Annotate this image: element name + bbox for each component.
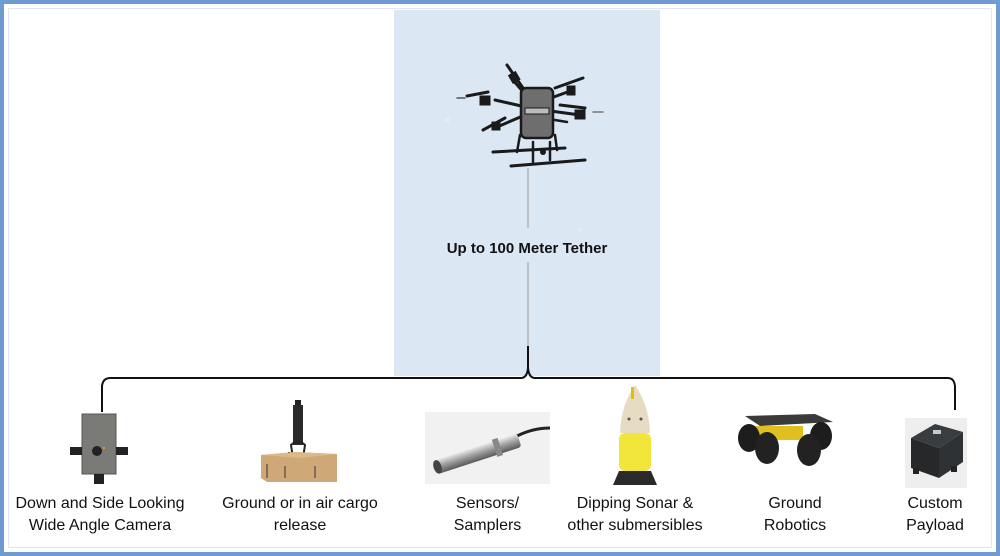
tether-length-label: Up to 100 Meter Tether — [446, 240, 608, 257]
payload-camera: Down and Side Looking Wide Angle Camera — [0, 400, 200, 540]
camera-icon — [70, 413, 128, 484]
frame-inner-border — [8, 8, 992, 548]
payload-dipping-sonar: Dipping Sonar & other submersibles — [555, 385, 715, 540]
sensor-probe-icon — [425, 412, 550, 484]
payload-label-line2: release — [273, 517, 327, 534]
payload-label-line1: Down and Side Looking — [15, 495, 185, 512]
drone-photo-panel — [394, 10, 660, 376]
payload-label-line2: Wide Angle Camera — [28, 517, 172, 534]
payload-label-line1: Dipping Sonar & — [576, 495, 694, 512]
payload-label-line1: Ground — [768, 495, 822, 512]
payload-label-line2: other submersibles — [567, 517, 703, 534]
payload-box-icon — [905, 418, 967, 488]
payload-label-line2: Samplers — [453, 517, 522, 534]
payload-custom: Custom Payload — [870, 400, 1000, 540]
payload-cargo-release: Ground or in air cargo release — [205, 400, 395, 540]
payload-label-line1: Ground or in air cargo — [222, 495, 378, 512]
cargo-release-icon — [261, 400, 337, 482]
payload-label-line1: Sensors/ — [455, 495, 520, 512]
payload-sensors: Sensors/ Samplers — [415, 400, 560, 540]
payload-ground-robotics: Ground Robotics — [720, 400, 870, 540]
ground-robot-icon — [738, 414, 833, 466]
sky-texture — [394, 10, 660, 376]
sonar-icon — [613, 385, 657, 485]
payload-label-line2: Robotics — [763, 517, 827, 534]
payload-label-line2: Payload — [906, 517, 964, 534]
hexacopter-drone-icon — [456, 63, 604, 168]
payload-label-line1: Custom — [907, 495, 963, 512]
